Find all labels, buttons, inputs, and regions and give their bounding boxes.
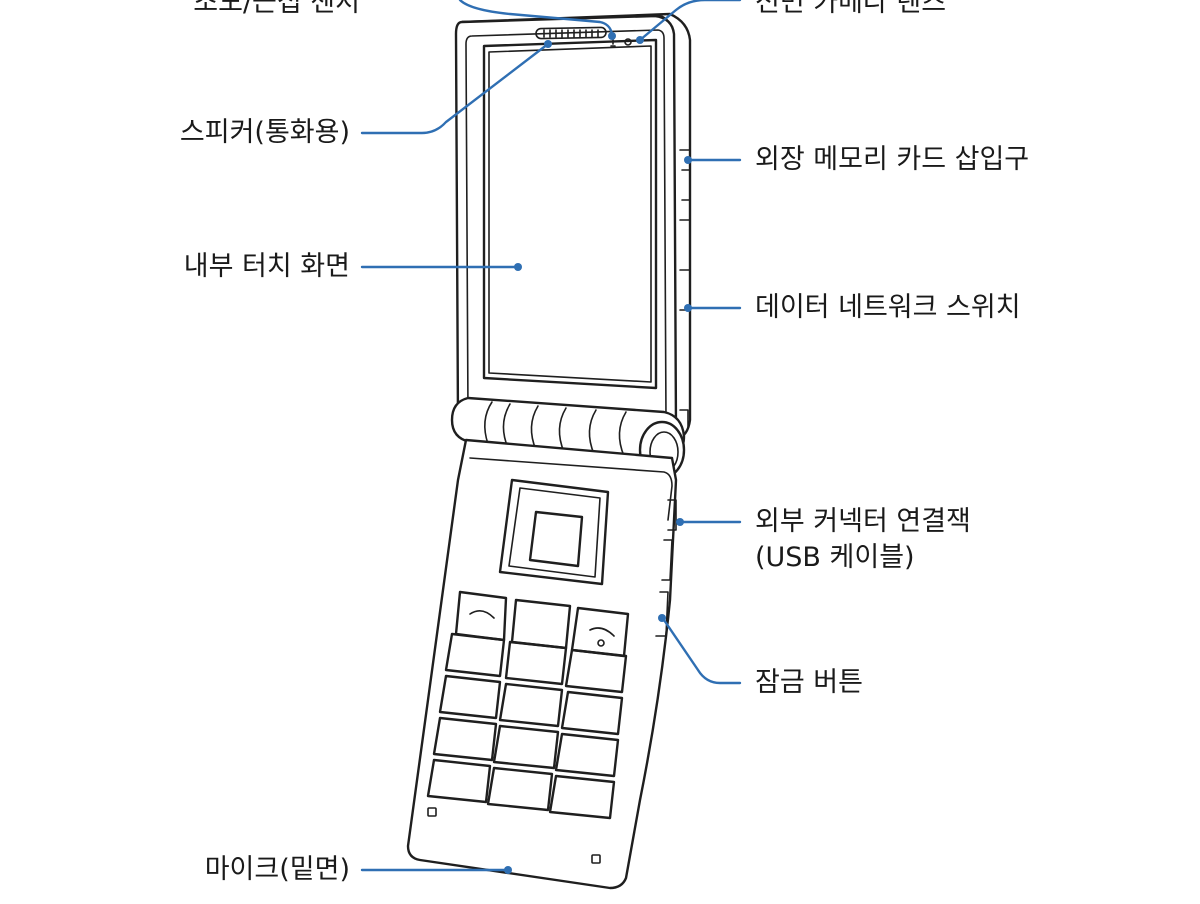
label-front-camera: 전면 카메라 렌즈 bbox=[755, 0, 947, 18]
label-data-switch: 데이터 네트워크 스위치 bbox=[755, 292, 1021, 323]
nav-center-key bbox=[528, 510, 584, 568]
nav-key-frame bbox=[498, 478, 610, 586]
label-microphone: 마이크(밑면) bbox=[204, 854, 350, 885]
label-lock-button: 잠금 버튼 bbox=[755, 667, 863, 698]
label-connector-line2: (USB 케이블) bbox=[755, 542, 915, 573]
label-connector-line1: 외부 커넥터 연결잭 bbox=[755, 506, 971, 537]
camera-lens bbox=[624, 38, 632, 46]
label-speaker: 스피커(통화용) bbox=[179, 117, 350, 148]
label-memory-card: 외장 메모리 카드 삽입구 bbox=[755, 144, 1030, 175]
label-touch-screen: 내부 터치 화면 bbox=[183, 251, 350, 282]
upper-body bbox=[454, 12, 692, 444]
leader-lines bbox=[360, 0, 742, 874]
label-proximity-sensor: 조도/근접 센서 bbox=[193, 0, 360, 18]
speaker-grille bbox=[535, 26, 607, 40]
lower-body bbox=[406, 438, 678, 890]
